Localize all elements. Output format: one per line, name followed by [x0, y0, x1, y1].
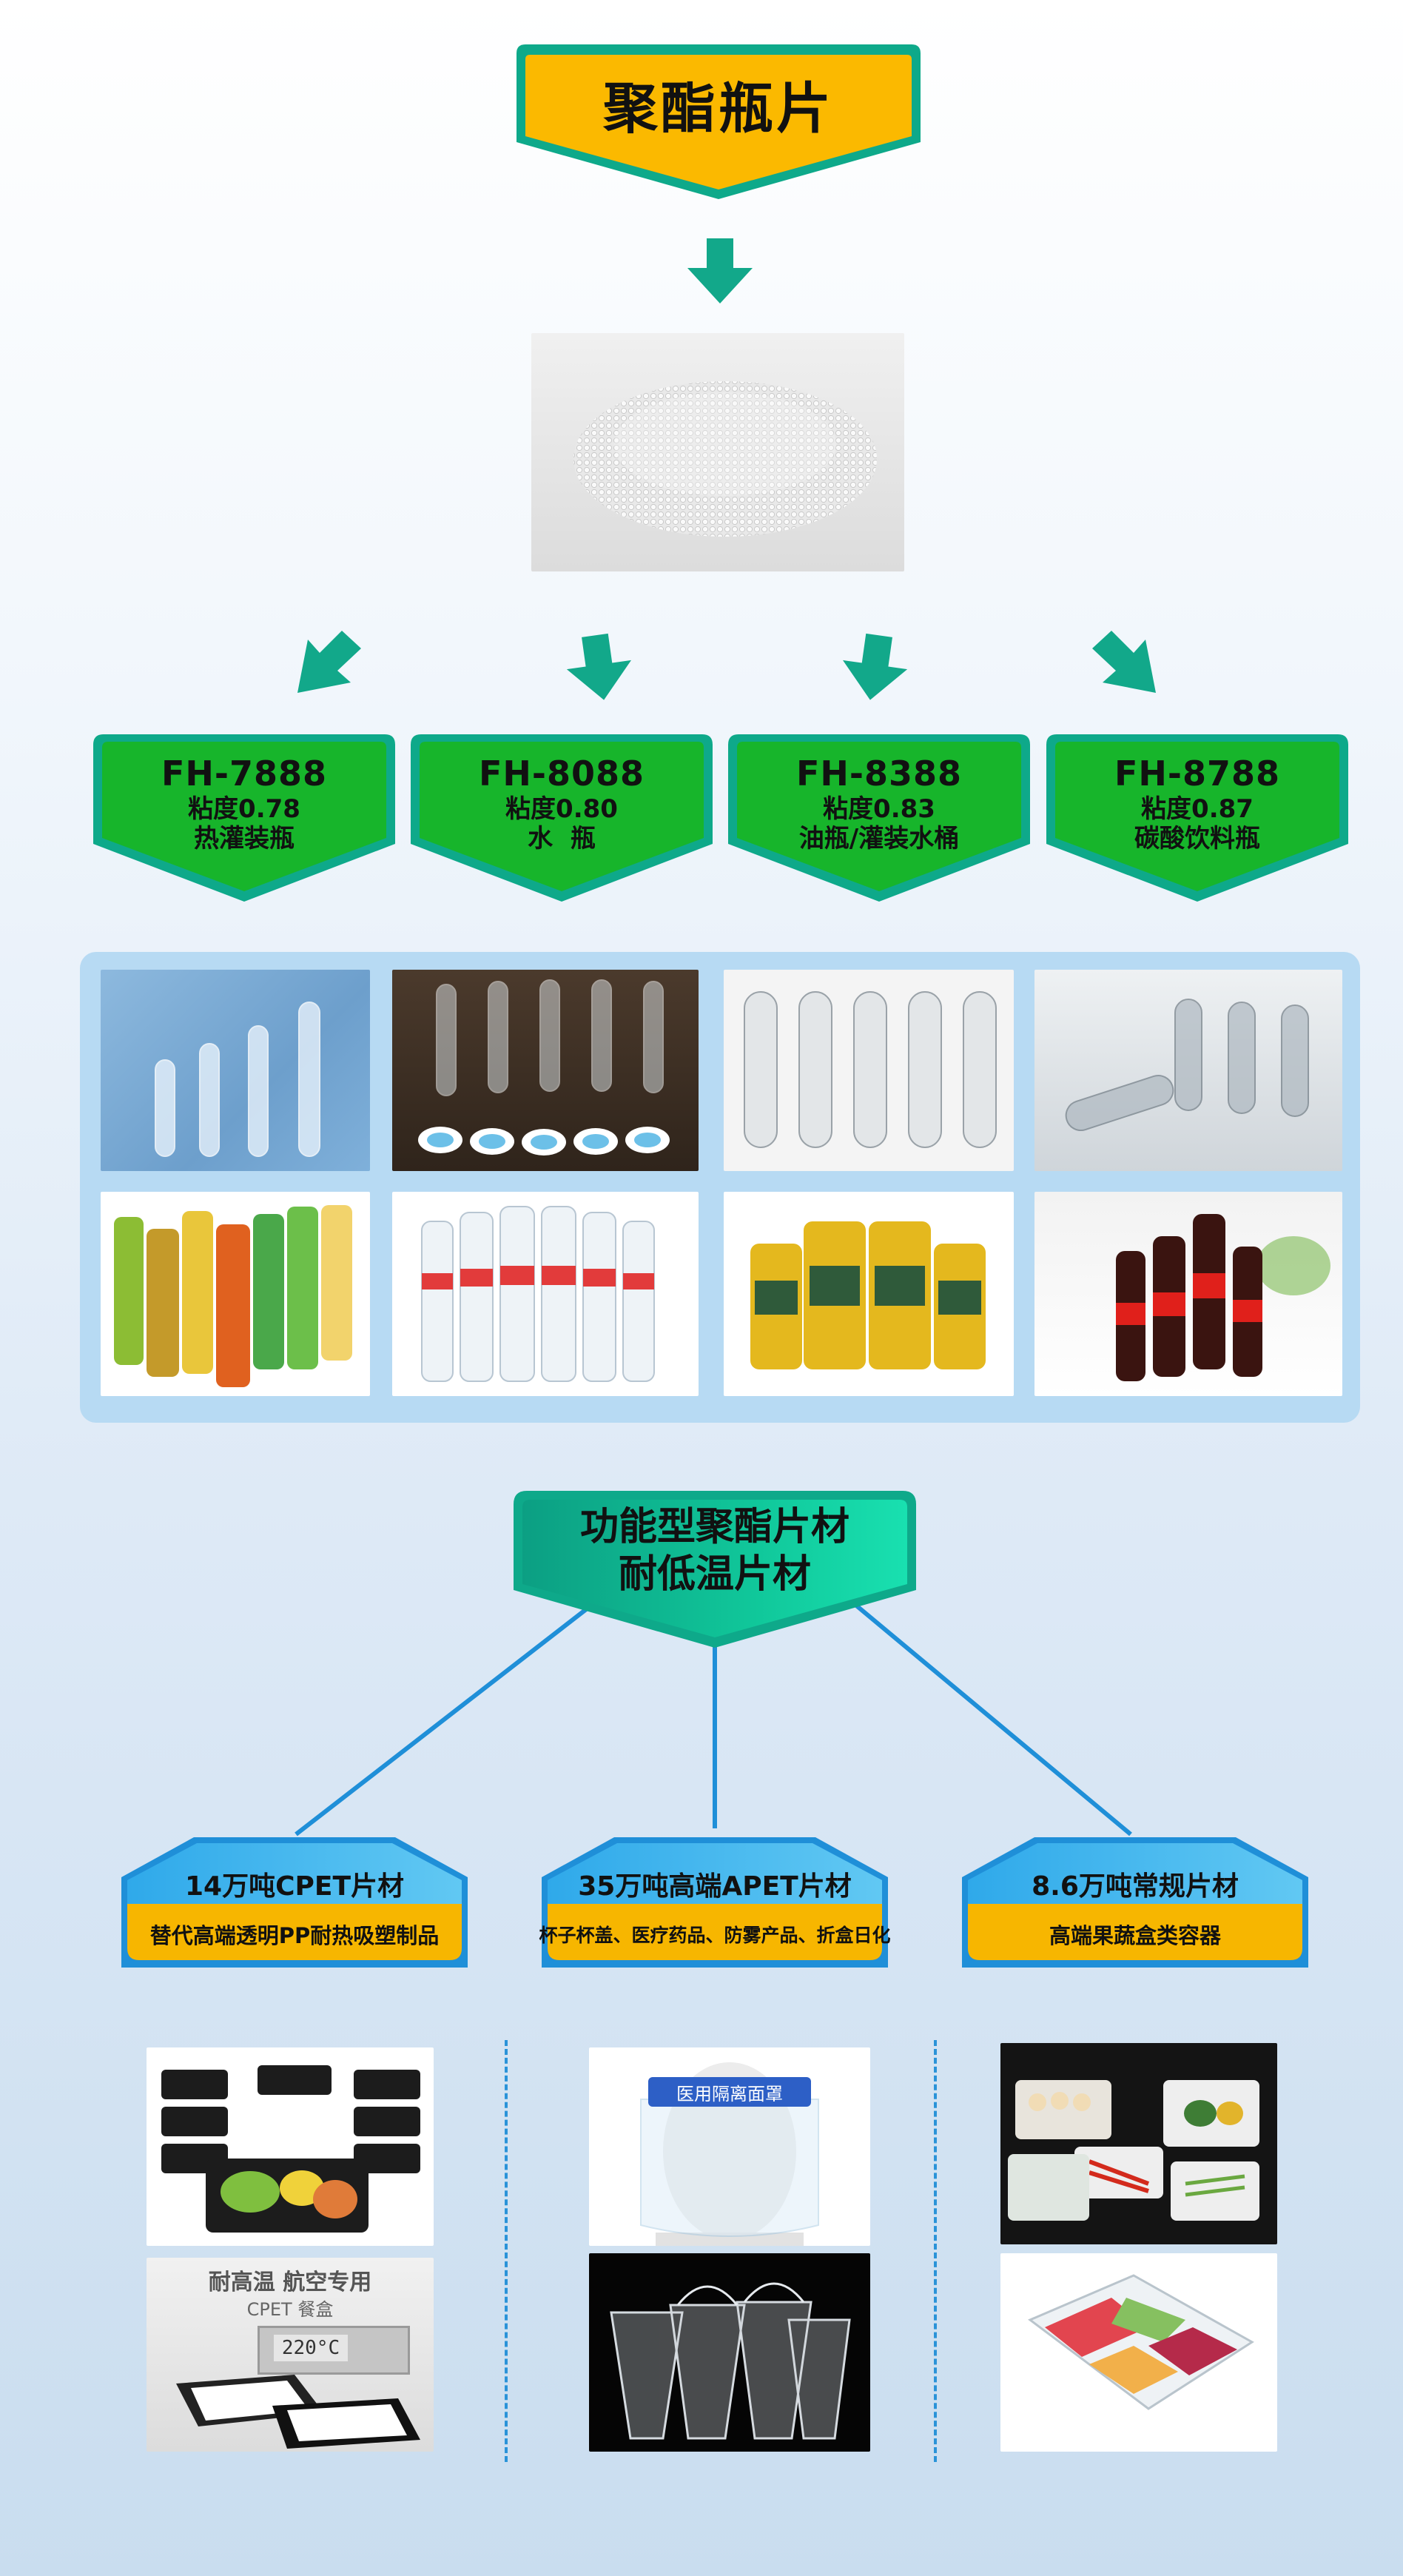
- grade-viscosity: 粘度0.78: [188, 794, 300, 824]
- grade-badge: FH-8388 粘度0.83 油瓶/灌装水桶: [727, 733, 1032, 905]
- column-divider: [934, 2040, 937, 2462]
- grade-use: 水 瓶: [528, 824, 596, 853]
- category-application: 杯子杯盖、医疗药品、防雾产品、折盒日化: [539, 1925, 891, 1946]
- oven-display: 220°C: [274, 2335, 348, 2361]
- grade-badge: FH-8788 粘度0.87 碳酸饮料瓶: [1045, 733, 1350, 905]
- title-banner: [517, 44, 921, 199]
- page-title: 聚酯瓶片: [603, 76, 834, 141]
- grade-badge: FH-7888 粘度0.78 热灌装瓶: [92, 733, 397, 905]
- preform-photo: [1034, 970, 1342, 1171]
- grade-use: 热灌装瓶: [194, 824, 295, 853]
- grade-code: FH-7888: [161, 754, 328, 794]
- fruit-box-photo: [1000, 2253, 1277, 2452]
- category-badge: 14万吨CPET片材 替代高端透明PP耐热吸塑制品: [117, 1822, 472, 1969]
- grade-viscosity: 粘度0.80: [505, 794, 618, 824]
- grade-use: 油瓶/灌装水桶: [798, 824, 960, 853]
- grade-code: FH-8788: [1114, 754, 1281, 794]
- grade-use: 碳酸饮料瓶: [1134, 824, 1260, 853]
- functional-sheet-banner: [514, 1491, 916, 1648]
- functional-sheet-title: 功能型聚酯片材 耐低温片材: [511, 1495, 919, 1606]
- oven-sub-text: CPET 餐盒: [246, 2298, 334, 2320]
- grade-badge: FH-8088 粘度0.80 水 瓶: [409, 733, 714, 905]
- cpet-oven-trays-photo: 耐高温 航空专用 CPET 餐盒 220°C: [147, 2258, 434, 2452]
- preform-photo: [724, 970, 1014, 1171]
- black-trays-graphic: [176, 2375, 420, 2449]
- category-badge: 35万吨高端APET片材 杯子杯盖、医疗药品、防雾产品、折盒日化: [537, 1822, 892, 1969]
- beverage-bottles-photo: [101, 1192, 370, 1396]
- cola-bottles-photo: [1034, 1192, 1342, 1396]
- connector-lines: [295, 1603, 1132, 1837]
- category-capacity: 8.6万吨常规片材: [1032, 1871, 1239, 1902]
- arrow-down-icon: [842, 633, 908, 700]
- preform-photo: [101, 970, 370, 1171]
- oil-bottles-photo: [724, 1192, 1014, 1396]
- oven-banner-text: 耐高温 航空专用: [208, 2270, 372, 2295]
- category-application: 高端果蔬盒类容器: [1049, 1923, 1221, 1948]
- cpet-meal-boxes-photo: [147, 2047, 434, 2246]
- pet-pellets-photo: [531, 333, 904, 571]
- grade-viscosity: 粘度0.87: [1141, 794, 1254, 824]
- category-capacity: 14万吨CPET片材: [184, 1871, 405, 1902]
- grade-code: FH-8088: [478, 754, 645, 794]
- preform-caps-photo: [392, 970, 699, 1171]
- functional-line1: 功能型聚酯片材: [579, 1505, 849, 1549]
- produce-trays-photo: [1000, 2043, 1277, 2244]
- column-divider: [505, 2040, 508, 2462]
- category-capacity: 35万吨高端APET片材: [578, 1871, 852, 1902]
- arrow-down-left-icon: [297, 631, 361, 693]
- arrow-down-icon: [566, 633, 632, 700]
- apet-cups-photo: [589, 2253, 870, 2452]
- functional-line2: 耐低温片材: [618, 1552, 811, 1597]
- arrow-down-right-icon: [1092, 631, 1156, 693]
- arrow-down-icon: [687, 238, 753, 303]
- grade-code: FH-8388: [795, 754, 963, 794]
- category-application: 替代高端透明PP耐热吸塑制品: [149, 1923, 440, 1948]
- category-badge: 8.6万吨常规片材 高端果蔬盒类容器: [958, 1822, 1313, 1969]
- water-bottles-photo: [392, 1192, 699, 1396]
- face-shield-photo: 医用隔离面罩: [589, 2047, 870, 2246]
- grade-viscosity: 粘度0.83: [823, 794, 935, 824]
- face-shield-band-text: 医用隔离面罩: [648, 2077, 811, 2107]
